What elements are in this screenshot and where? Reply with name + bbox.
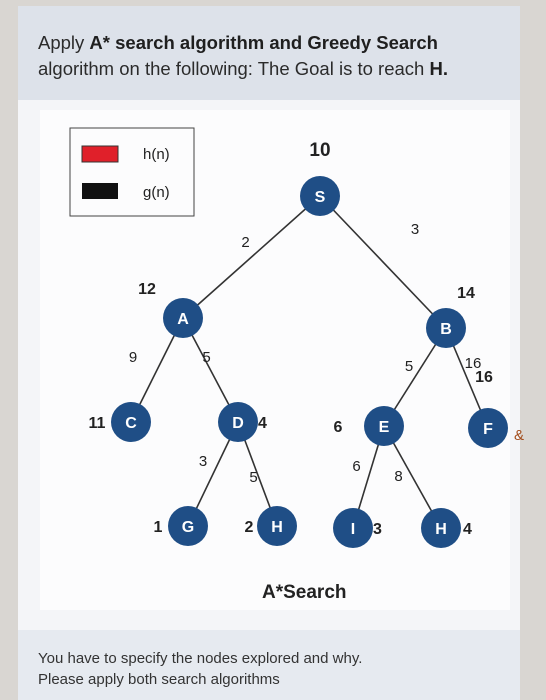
node-e: E6: [334, 406, 404, 446]
node-value-c: 11: [89, 415, 106, 432]
footer-line2: Please apply both search algorithms: [38, 671, 280, 688]
node-circle-c: [111, 402, 151, 442]
node-label-s: S: [315, 189, 326, 206]
node-value-h2: 4: [463, 521, 472, 538]
question-line1-text: Apply: [38, 32, 90, 53]
edge-s-b: [319, 195, 447, 329]
node-label-e: E: [379, 419, 390, 436]
node-value-d: 4: [258, 415, 267, 432]
node-label-c: C: [125, 415, 137, 432]
node-value-i: 3: [373, 521, 382, 538]
node-label-d: D: [232, 415, 244, 432]
question-line1-bold: A* search algorithm and Greedy Search: [89, 32, 438, 53]
edges-layer: 2 3 9 5 5 16 3 5 6 8: [129, 195, 489, 529]
footer-line1: You have to specify the nodes explored a…: [38, 650, 363, 667]
node-label-a: A: [177, 311, 189, 328]
edge-cost-d-g: 3: [199, 453, 207, 470]
node-circle-h2: [421, 508, 461, 548]
node-circle-b: [426, 308, 466, 348]
node-value-h1: 2: [245, 519, 254, 536]
node-s: S 10: [300, 140, 340, 216]
edge-s-a: [182, 195, 321, 319]
legend-box: [69, 127, 195, 217]
node-value-a: 12: [138, 281, 156, 298]
node-b: B 14: [426, 285, 475, 348]
edge-cost-d-h1: 5: [249, 469, 257, 486]
node-circle-g: [168, 506, 208, 546]
node-label-b: B: [440, 321, 452, 338]
edge-cost-e-h2: 8: [394, 468, 402, 485]
edge-cost-e-i: 6: [352, 458, 360, 475]
question-text: Apply A* search algorithm and Greedy Sea…: [38, 30, 508, 82]
node-h1: H2: [245, 506, 297, 546]
edge-cost-a-c: 9: [129, 349, 137, 366]
node-circle-d: [218, 402, 258, 442]
edge-cost-s-a: 2: [241, 234, 249, 251]
edge-cost-s-b: 3: [411, 221, 419, 238]
node-g: G1: [154, 506, 208, 546]
node-value-g: 1: [154, 519, 163, 536]
node-label-g: G: [182, 519, 194, 536]
node-label-f: F: [483, 421, 493, 438]
node-label-h2: H: [435, 521, 447, 538]
node-circle-e: [364, 406, 404, 446]
stray-mark: &: [514, 427, 524, 444]
node-value-b: 14: [457, 285, 475, 302]
edge-cost-a-d: 5: [202, 349, 210, 366]
question-line2-text: algorithm on the following: The Goal is …: [38, 58, 430, 79]
diagram-caption: A*Search: [262, 582, 347, 603]
footer-note: You have to specify the nodes explored a…: [18, 630, 520, 700]
node-label-i: I: [351, 521, 355, 538]
node-circle-f: [468, 408, 508, 448]
legend-g-label: g(n): [143, 184, 170, 201]
legend-h-swatch: [81, 145, 119, 163]
legend-h-label: h(n): [143, 146, 170, 163]
node-a: A 12: [138, 281, 203, 338]
node-c: C 11: [89, 402, 151, 442]
node-label-h1: H: [271, 519, 283, 536]
node-value-s: 10: [309, 140, 330, 161]
node-circle-i: [333, 508, 373, 548]
edge-cost-b-e: 5: [405, 358, 413, 375]
node-value-e: 6: [334, 419, 343, 436]
node-circle-h1: [257, 506, 297, 546]
legend-g-swatch: [82, 183, 118, 199]
node-value-f: 16: [475, 369, 493, 386]
node-f: F 16: [468, 369, 508, 448]
question-goal: H.: [429, 58, 448, 79]
node-circle-a: [163, 298, 203, 338]
question-header: [18, 6, 520, 100]
node-circle-s: [300, 176, 340, 216]
edge-cost-b-f: 16: [465, 355, 482, 372]
